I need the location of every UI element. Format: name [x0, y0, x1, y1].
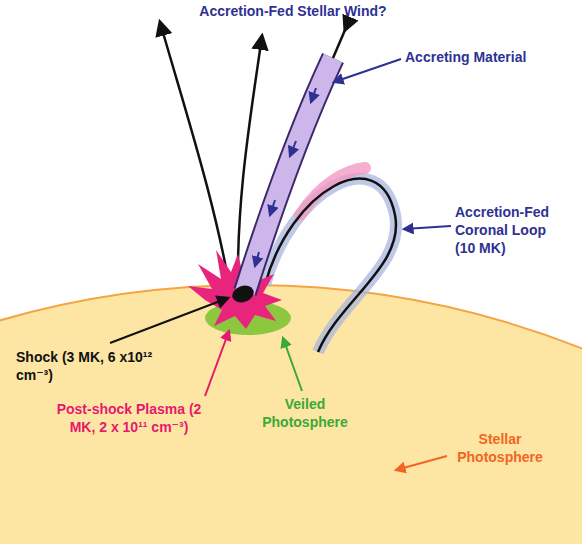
leader-arrow [396, 456, 447, 470]
title-label: Accretion-Fed Stellar Wind? [2, 2, 582, 20]
leader-arrow [110, 298, 228, 343]
star-disk [0, 285, 582, 544]
part-label: Veiled Photosphere [255, 395, 355, 431]
accretion-stream [245, 58, 333, 292]
leader-arrow [283, 338, 302, 391]
leader-arrow [334, 59, 401, 82]
flow-arrow [290, 141, 296, 156]
part-label: Accreting Material [405, 48, 555, 66]
post-shock-plasma [188, 250, 282, 329]
shock [230, 283, 256, 306]
field-line [333, 30, 345, 58]
flow-arrow [270, 200, 275, 215]
part-label: Stellar Photosphere [448, 430, 552, 466]
part-label: Shock (3 MK, 6 x10¹² cm⁻³) [16, 348, 186, 384]
flow-arrow [255, 252, 259, 266]
flow-arrow [311, 88, 316, 102]
part-label: Post-shock Plasma (2 MK, 2 x 10¹¹ cm⁻³) [55, 400, 203, 436]
loop-hot-part [300, 168, 365, 215]
leader-arrow [404, 226, 451, 229]
stream-outline [245, 58, 333, 292]
leader-arrow [205, 331, 229, 396]
part-label: Accretion-Fed Coronal Loop (10 MK) [455, 203, 567, 257]
